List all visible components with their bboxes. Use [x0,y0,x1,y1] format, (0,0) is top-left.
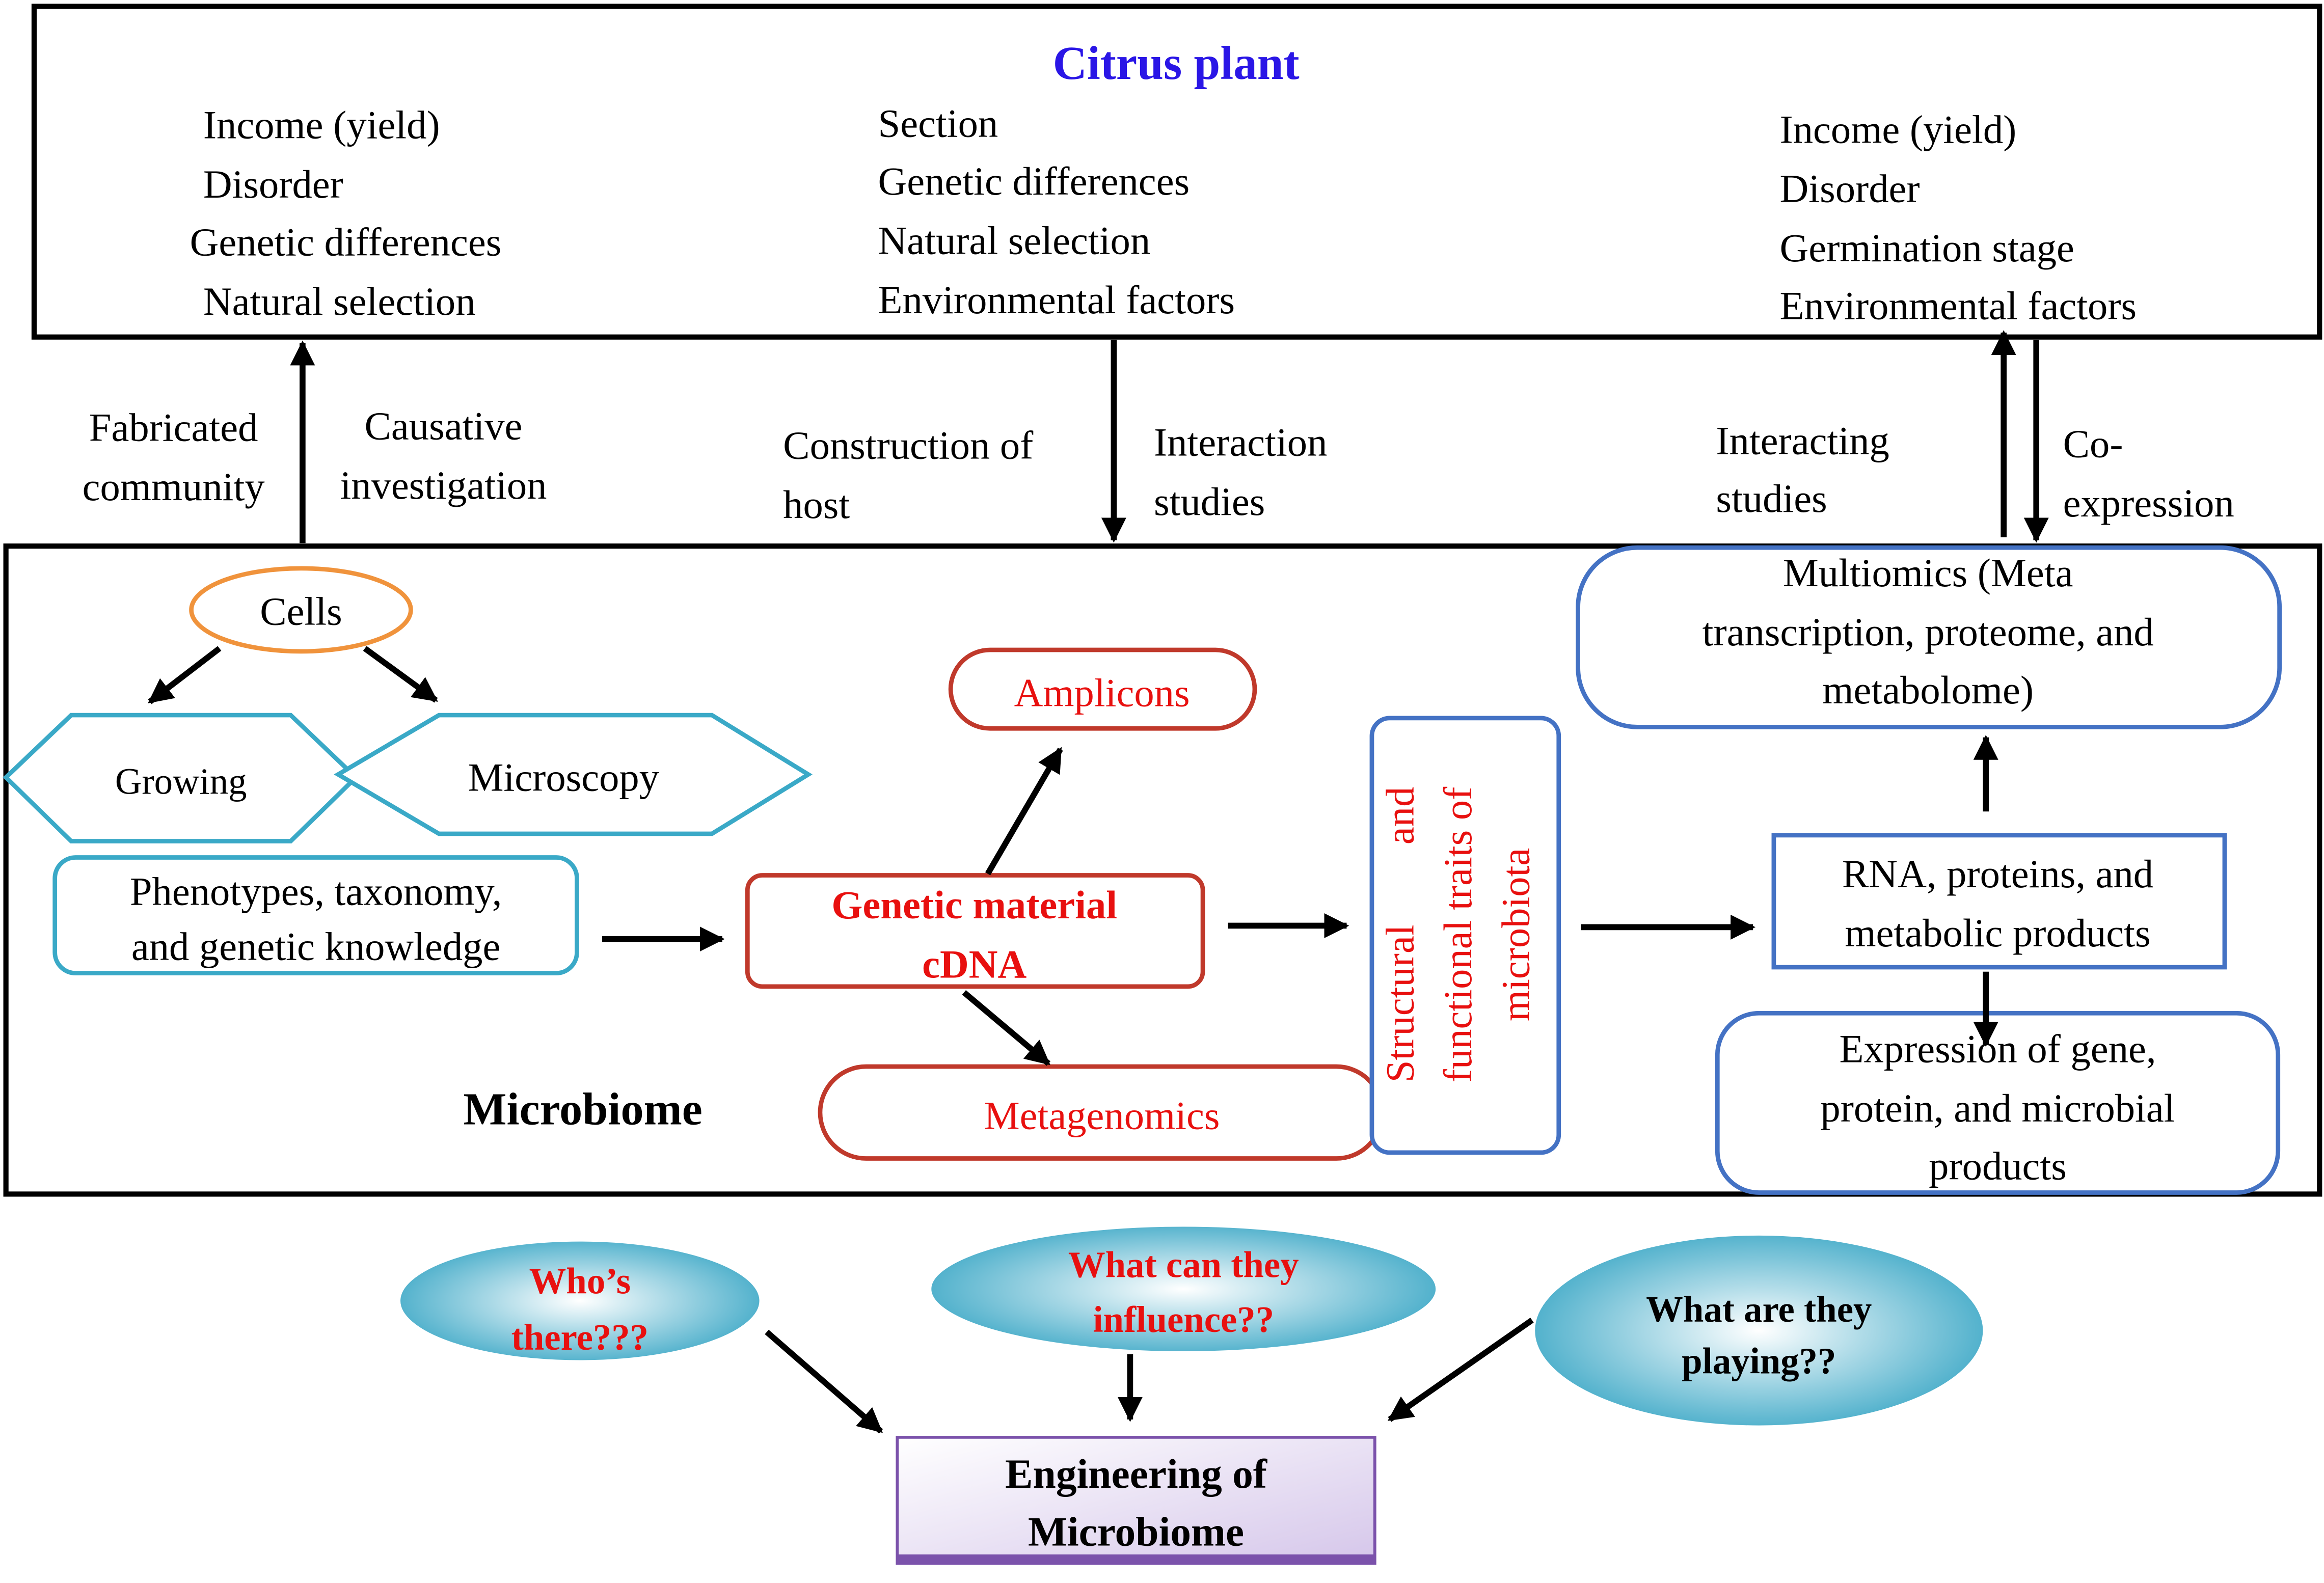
metagenomics-label: Metagenomics [984,1094,1220,1138]
microscopy-node [334,713,813,836]
engineering-label: Engineering of [1005,1451,1267,1497]
phenotypes-label: and genetic knowledge [131,924,501,969]
multiomics-label: Multiomics (Meta [1783,551,2073,595]
rna-label: RNA, proteins, and [1842,852,2153,896]
fabricated-label: community [83,465,265,509]
arrow-playing-engineering [1387,1318,1534,1422]
citrus-plant-box [31,4,2322,340]
arrow-cells-growing [148,646,222,704]
expression-node [1715,1011,2281,1195]
middle-list-item: Genetic differences [878,159,1190,204]
multiomics-label: transcription, proteome, and [1703,610,2154,654]
right-list-item: Environmental factors [1780,284,2137,329]
traits-label: functional traits of [1436,786,1480,1082]
whos-there-label: there??? [511,1317,648,1358]
phenotypes-node [52,855,579,976]
engineering-node [896,1435,1376,1565]
causative-label: investigation [340,463,547,508]
middle-list-item: Natural selection [878,219,1150,263]
traits-label: Structural and [1378,787,1422,1083]
arrow-whos-engineering [765,1329,883,1434]
influence-label: influence?? [1093,1299,1274,1340]
microscopy-label: Microscopy [468,756,659,800]
engineering-label: Microbiome [1028,1508,1244,1554]
growing-label: Growing [115,760,247,802]
playing-bubble [1529,1230,1989,1432]
traits-label: microbiota [1494,848,1538,1021]
interaction-label: studies [1154,480,1265,524]
genetic-material-label: cDNA [922,942,1026,987]
causative-label: Causative [365,404,523,449]
construction-label: host [783,483,850,527]
multiomics-label: metabolome) [1822,668,2034,713]
right-list-item: Income (yield) [1780,107,2017,152]
right-list-item: Germination stage [1780,226,2074,270]
left-list-item: Natural selection [203,280,476,324]
genetic-material-label: Genetic material [831,883,1117,927]
expression-label: Expression of gene, [1839,1027,2156,1071]
whos-there-bubble [394,1235,766,1367]
engineering-underline [897,1554,1375,1564]
rna-node [1771,833,2227,970]
cells-label: Cells [260,589,342,634]
right-list-item: Disorder [1780,167,1920,211]
genetic-material-node [745,873,1205,989]
microbiome-label: Microbiome [463,1084,702,1135]
construction-label: Construction of [783,423,1034,468]
arrow-genetic-metagenomics [962,990,1051,1066]
phenotypes-label: Phenotypes, taxonomy, [130,870,502,914]
middle-list-item: Environmental factors [878,278,1235,322]
citrus-plant-title: Citrus plant [1053,37,1300,90]
left-list-item: Genetic differences [190,221,502,265]
arrow-genetic-amplicons [985,747,1063,876]
amplicons-node [948,647,1257,731]
microbiome-box [3,543,2322,1197]
interaction-label: Interaction [1154,421,1327,465]
influence-label: What can they [1068,1244,1299,1285]
playing-label: playing?? [1682,1341,1836,1382]
coexpression-label: Co- [2063,422,2123,467]
rna-label: metabolic products [1845,911,2150,956]
left-list-item: Disorder [203,162,343,207]
playing-label: What are they [1646,1289,1872,1330]
arrow-cells-microscopy [363,646,438,703]
left-list-item: Income (yield) [203,103,440,148]
amplicons-label: Amplicons [1014,671,1190,716]
interacting-label: studies [1716,477,1827,521]
whos-there-label: Who’s [529,1260,631,1301]
multiomics-node [1576,545,2282,729]
fabricated-label: Fabricated [89,405,258,450]
coexpression-label: expression [2063,481,2234,526]
cells-node [189,566,413,654]
influence-bubble [925,1220,1442,1357]
middle-list-item: Section [878,102,998,146]
traits-node [1369,716,1561,1155]
interacting-label: Interacting [1716,419,1889,463]
expression-label: products [1929,1144,2067,1188]
expression-label: protein, and microbial [1820,1086,2175,1131]
